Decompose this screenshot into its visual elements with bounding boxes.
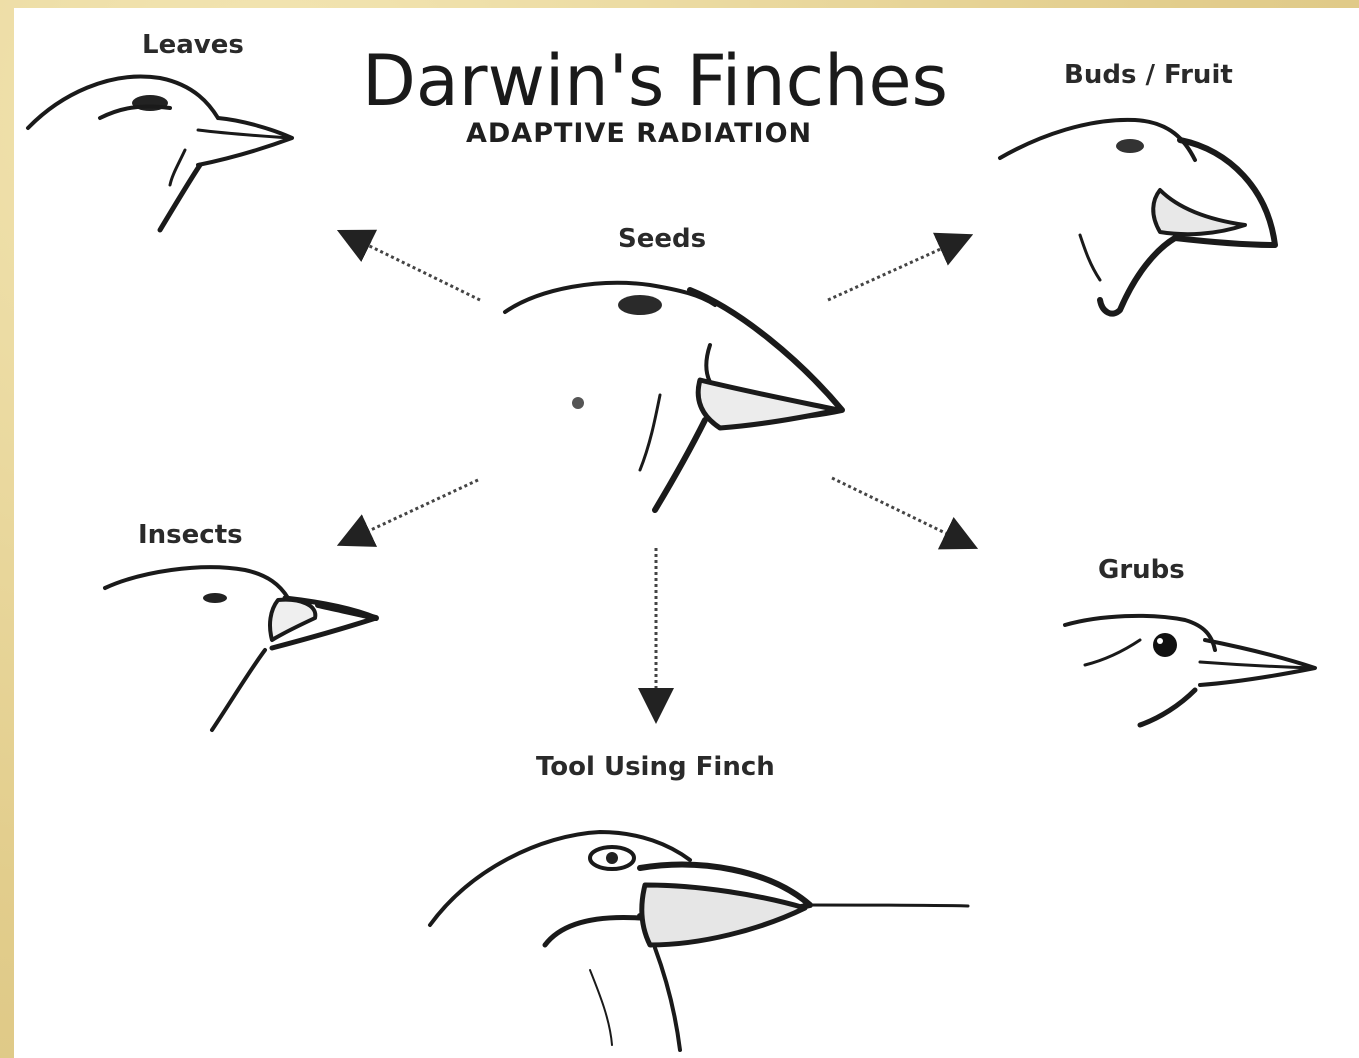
arrow-to-grubs bbox=[832, 478, 970, 545]
finch-head-tool-using-icon bbox=[430, 832, 968, 1050]
finch-head-grubs-icon bbox=[1065, 616, 1315, 725]
arrow-to-buds-fruit bbox=[828, 238, 965, 300]
finch-head-buds-fruit-icon bbox=[1000, 120, 1275, 314]
finch-head-seeds-icon bbox=[505, 283, 842, 510]
arrow-to-insects bbox=[345, 480, 478, 542]
finch-head-leaves-icon bbox=[28, 76, 292, 230]
finch-head-insects-icon bbox=[105, 567, 376, 730]
arrow-to-leaves bbox=[345, 234, 480, 300]
